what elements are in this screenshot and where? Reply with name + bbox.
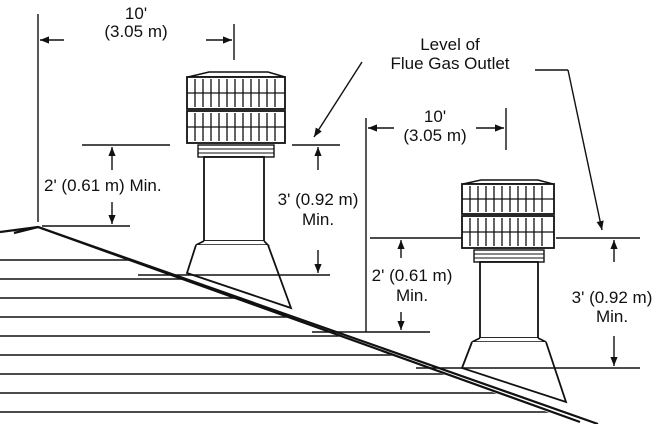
right-2ft-min-label: Min.	[395, 286, 429, 305]
left-2ft-min-label: 2' (0.61 m) Min.	[44, 176, 162, 195]
right-3ft-min-label: Min.	[595, 307, 629, 326]
right-horizontal-dim-m: (3.05 m)	[403, 126, 467, 145]
right-horizontal-dim-ft: 10'	[423, 107, 447, 126]
callout-flue-gas-outlet: Flue Gas Outlet	[390, 54, 510, 73]
dimension-lines	[37, 14, 640, 369]
turbine-vent-icon	[185, 71, 293, 310]
left-horizontal-dim-m: (3.05 m)	[104, 22, 168, 41]
right-3ft-label: 3' (0.92 m)	[571, 288, 653, 307]
left-3ft-label: 3' (0.92 m)	[277, 190, 359, 209]
left-horizontal-dim-ft: 10'	[124, 4, 148, 23]
callout-level-of: Level of	[420, 35, 480, 54]
right-2ft-label: 2' (0.61 m)	[371, 266, 453, 285]
left-3ft-min-label: Min.	[301, 210, 335, 229]
turbine-vent-icon	[460, 179, 568, 404]
